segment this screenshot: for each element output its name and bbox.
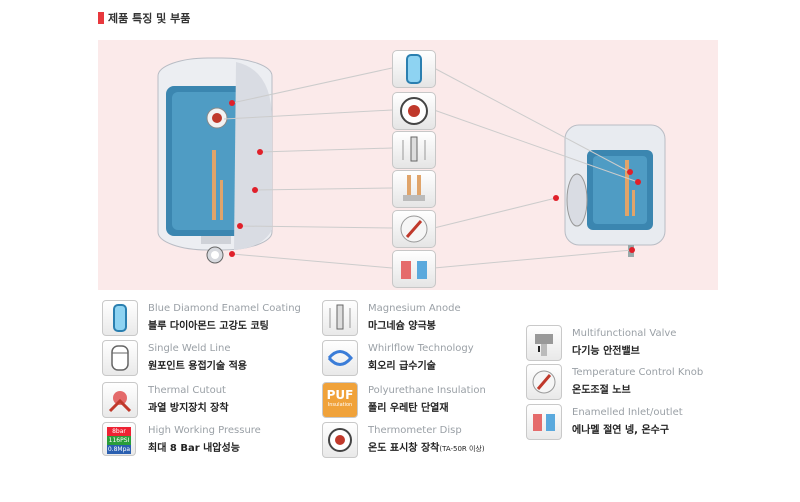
- legend-en: High Working Pressure: [148, 425, 261, 436]
- enamel-tank-icon: [392, 50, 436, 88]
- puf-icon: PUF Insulation: [322, 382, 358, 418]
- legend-item-weld: Single Weld Line 원포인트 용접기술 적용: [102, 340, 317, 376]
- legend-item-puf: PUF Insulation Polyurethane Insulation 폴…: [322, 382, 537, 418]
- magnesium-anode-icon: [322, 300, 358, 336]
- inlet-outlet-icon: [526, 404, 562, 440]
- inlet-outlet-icon: [392, 250, 436, 288]
- knob-icon: [526, 364, 562, 400]
- legend-ko-text: 온도 표시창 장착: [368, 443, 440, 454]
- legend-en: Enamelled Inlet/outlet: [572, 407, 683, 418]
- legend-ko: 온도조절 노브: [572, 385, 631, 396]
- legend-item-inlet: Enamelled Inlet/outlet 에나멜 절연 넹, 온수구: [526, 404, 741, 440]
- right-water-heater: [564, 124, 666, 257]
- title-accent-bar: [98, 12, 104, 24]
- legend-item-valve: Multifunctional Valve 다기능 안전밸브: [526, 325, 741, 361]
- legend-en: Single Weld Line: [148, 343, 231, 354]
- legend-en: Thermal Cutout: [148, 385, 226, 396]
- pressure-icon: 8bar 116PSI 0.8Mpa: [102, 422, 136, 456]
- legend-ko: 최대 8 Bar 내압성능: [148, 443, 240, 454]
- legend-note: (TA-50R 이상): [439, 445, 485, 453]
- thermal-cutout-icon: [102, 382, 138, 418]
- left-water-heater: [157, 57, 273, 264]
- badge-8bar: 8bar: [107, 427, 131, 436]
- legend-item-enamel: Blue Diamond Enamel Coating 블루 다이아몬드 고강도…: [102, 300, 317, 336]
- legend-item-anode: Magnesium Anode 마그네슘 양극봉: [322, 300, 537, 336]
- legend-en: Magnesium Anode: [368, 303, 461, 314]
- legend-item-knob: Temperature Control Knob 온도조절 노브: [526, 364, 741, 400]
- badge-mpa: 0.8Mpa: [107, 445, 131, 454]
- puf-badge-sub: Insulation: [327, 402, 353, 408]
- legend-item-thermometer: Thermometer Disp 온도 표시창 장착(TA-50R 이상): [322, 422, 537, 458]
- leader-lines: [223, 67, 639, 269]
- thermometer-icon: [392, 92, 436, 130]
- legend-en: Polyurethane Insulation: [368, 385, 486, 396]
- badge-psi: 116PSI: [107, 436, 131, 445]
- legend-ko: 과열 방지장치 장착: [148, 403, 229, 414]
- legend-ko: 회오리 급수기술: [368, 361, 436, 372]
- legend-ko: 에나멜 절연 넹, 온수구: [572, 425, 670, 436]
- weld-tank-icon: [102, 340, 138, 376]
- legend-en: Blue Diamond Enamel Coating: [148, 303, 301, 314]
- callout-dots: [229, 100, 641, 257]
- legend-item-thermal: Thermal Cutout 과열 방지장치 장착: [102, 382, 317, 418]
- valve-icon: [526, 325, 562, 361]
- legend-item-whirlflow: Whirlflow Technology 회오리 급수기술: [322, 340, 537, 376]
- legend-ko: 원포인트 용접기술 적용: [148, 361, 247, 372]
- enamel-tank-icon: [102, 300, 138, 336]
- legend-item-pressure: 8bar 116PSI 0.8Mpa High Working Pressure…: [102, 422, 317, 458]
- legend-ko: 온도 표시창 장착(TA-50R 이상): [368, 439, 485, 454]
- heating-element-icon: [392, 170, 436, 208]
- puf-badge: PUF: [326, 388, 354, 402]
- legend-en: Whirlflow Technology: [368, 343, 474, 354]
- page-title: 제품 특징 및 부품: [108, 12, 191, 25]
- thermometer-icon: [322, 422, 358, 458]
- legend-ko: 마그네슘 양극봉: [368, 321, 436, 332]
- legend-ko: 블루 다이아몬드 고강도 코팅: [148, 321, 269, 332]
- legend-en: Multifunctional Valve: [572, 328, 677, 339]
- knob-icon: [392, 210, 436, 248]
- whirlflow-icon: [322, 340, 358, 376]
- magnesium-anode-icon: [392, 131, 436, 169]
- legend-en: Thermometer Disp: [368, 425, 462, 436]
- legend-en: Temperature Control Knob: [572, 367, 704, 378]
- legend-ko: 폴리 우레탄 단열재: [368, 403, 449, 414]
- legend-ko: 다기능 안전밸브: [572, 346, 640, 357]
